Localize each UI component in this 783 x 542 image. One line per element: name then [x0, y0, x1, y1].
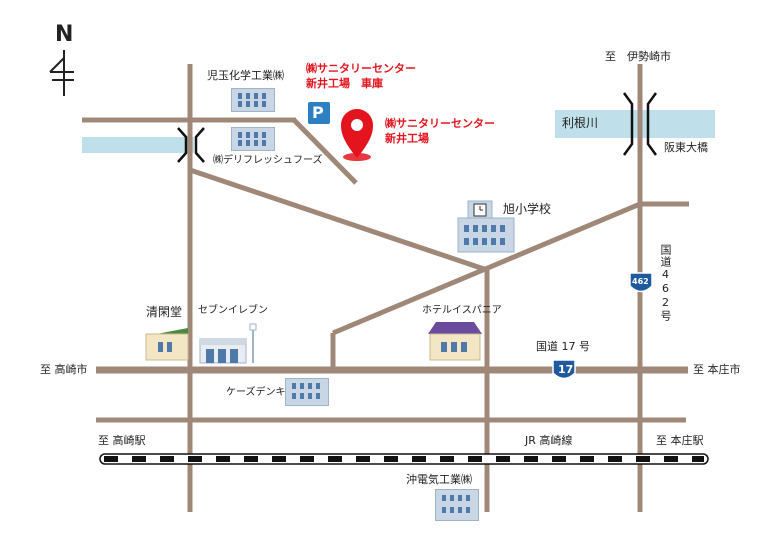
sanitary-main-label: ㈱サニタリーセンター 新井工場 [385, 117, 495, 145]
north-label: N [55, 22, 74, 47]
seven-eleven-building-icon [199, 323, 257, 364]
to-honjo-city-label: 至 本庄市 [693, 363, 741, 376]
kodama-building-icon [231, 88, 275, 112]
seikando-label: 清閑堂 [146, 305, 183, 319]
river-left [82, 137, 194, 153]
parking-label: P [312, 103, 324, 122]
bando-bridge-label: 阪東大橋 [664, 141, 708, 154]
asahi-school-label: 旭小学校 [503, 202, 552, 216]
jr-line-label: JR 高崎線 [525, 434, 573, 447]
road-diagonal-a [189, 167, 488, 273]
route17-label: 国道 17 号 [536, 340, 590, 353]
route462-label: 国道462号 [659, 244, 672, 322]
deli-building-icon [231, 127, 275, 151]
ksdenki-label: ケーズデンキ [226, 387, 286, 398]
deli-label: ㈱デリフレッシュフーズ [213, 155, 323, 166]
isesaki-label: 至 伊勢崎市 [605, 50, 671, 63]
to-honjo-station-label: 至 本庄駅 [656, 434, 704, 447]
seven-eleven-label: セブンイレブン [198, 305, 268, 316]
route462-number: 462 [632, 277, 649, 286]
okidenki-label: 沖電気工業㈱ [406, 473, 472, 486]
to-takasaki-station-label: 至 高崎駅 [98, 434, 146, 447]
kodama-label: 児玉化学工業㈱ [207, 69, 284, 82]
road-diagonal-b [332, 201, 641, 336]
okidenki-building-icon [435, 489, 479, 521]
school-building-icon [457, 200, 515, 253]
parking-sign-icon [308, 102, 330, 124]
route17-number: 17 [558, 363, 574, 376]
sanitary-garage-label: ㈱サニタリーセンター 新井工場 車庫 [306, 62, 416, 90]
river-tone [555, 110, 715, 138]
hotel-label: ホテルイスパニア [422, 305, 502, 316]
tone-river-label: 利根川 [562, 116, 599, 130]
location-pin-icon [341, 109, 373, 161]
route17-shield [552, 359, 576, 380]
seikando-building-icon [145, 328, 189, 361]
road-to-factory [292, 118, 358, 185]
north-arrow [49, 50, 74, 96]
to-takasaki-city-label: 至 高崎市 [40, 363, 88, 376]
hotel-building-icon [428, 322, 482, 361]
ksdenki-building-icon [285, 378, 329, 406]
route462-shield [629, 272, 653, 293]
